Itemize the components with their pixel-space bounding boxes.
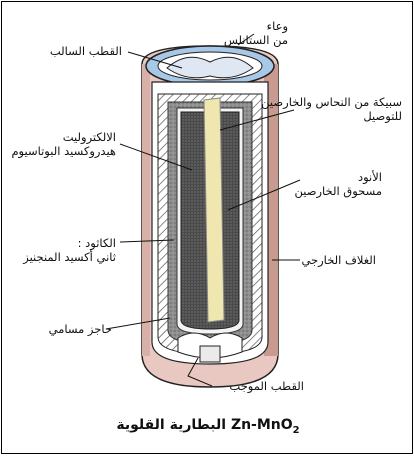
container-label-line1: وعاء <box>224 19 288 33</box>
electrolyte-label: الالكتروليت هيدروكسيد البوتاسيوم <box>11 130 116 158</box>
anode-label: الأنود مسحوق الخارصين <box>294 170 382 198</box>
negative-pole-label: القطب السالب <box>50 44 122 58</box>
electrolyte-label-line1: الالكتروليت <box>11 130 116 144</box>
positive-pole-label: القطب الموجب <box>229 379 304 393</box>
cathode-label-line1: الكاثود : <box>23 236 116 250</box>
anode-label-line1: الأنود <box>294 170 382 184</box>
alloy-label-line1: سبيكة من النحاس والخارصين <box>261 95 402 109</box>
alloy-label-line2: للتوصيل <box>261 109 402 123</box>
caption-arabic: البطارية القلوية <box>116 417 226 433</box>
container-label: وعاء من الستانلس <box>224 19 288 47</box>
alloy-label: سبيكة من النحاس والخارصين للتوصيل <box>261 95 402 123</box>
caption-formula: Zn-MnO2 <box>231 417 300 433</box>
casing-left-shade <box>142 64 150 356</box>
caption-formula-sub: 2 <box>293 425 300 436</box>
porous-barrier-label: حاجز مسامي <box>49 322 112 336</box>
positive-terminal-nub <box>200 346 220 362</box>
brass-rod <box>204 98 224 322</box>
cathode-label-line2: ثاني أكسيد المنجنيز <box>23 250 116 264</box>
diagram-caption: البطارية القلوية Zn-MnO2 <box>2 417 414 436</box>
container-label-line2: من الستانلس <box>224 33 288 47</box>
outer-casing-label: الغلاف الخارجي <box>301 253 376 267</box>
caption-formula-main: Zn-MnO <box>231 417 293 433</box>
cathode-label: الكاثود : ثاني أكسيد المنجنيز <box>23 236 116 264</box>
anode-label-line2: مسحوق الخارصين <box>294 184 382 198</box>
electrolyte-label-line2: هيدروكسيد البوتاسيوم <box>11 144 116 158</box>
